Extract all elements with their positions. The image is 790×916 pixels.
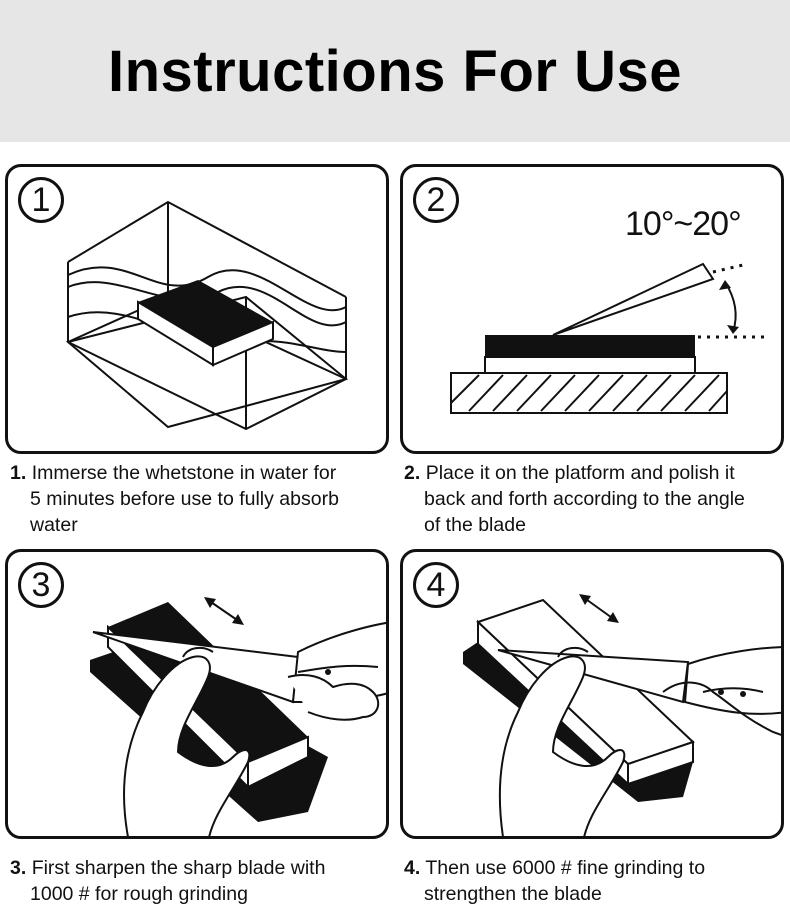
step-1-number: 1. [10, 462, 27, 484]
step-1-line-3: water [30, 514, 78, 536]
angle-label: 10°~20° [625, 205, 742, 243]
step-1-illustration: 1 [5, 164, 389, 454]
step-3-line-1: First sharpen the sharp blade with [31, 857, 326, 879]
step-3-number: 3. [10, 857, 27, 879]
step-3-illustration: 3 [5, 549, 389, 839]
page-title: Instructions For Use [108, 38, 682, 104]
header-banner: Instructions For Use [0, 0, 790, 142]
step-1-line-1: Immerse the whetstone in water for [31, 462, 337, 484]
step-3-line-2: 1000 # for rough grinding [30, 883, 248, 905]
step-3-badge: 3 [18, 562, 64, 608]
step-2-line-2: back and forth according to the angle [424, 488, 745, 510]
step-4-number: 4. [404, 857, 421, 879]
step-2-line-1: Place it on the platform and polish it [425, 462, 735, 484]
step-2-illustration: 2 10°~20° [400, 164, 784, 454]
step-1-caption: 1. Immerse the whetstone in water for 5 … [10, 460, 395, 538]
angle-diagram-drawing [450, 262, 768, 414]
soaking-whetstone-drawing [65, 200, 349, 431]
step-4-illustration: 4 [400, 549, 784, 839]
step-2-number: 2. [404, 462, 421, 484]
step-4-line-2: strengthen the blade [424, 883, 602, 905]
step-1-line-2: 5 minutes before use to fully absorb [30, 488, 339, 510]
step-4-badge: 4 [413, 562, 459, 608]
step-2-badge: 2 [413, 177, 459, 223]
step-4-caption: 4. Then use 6000 # fine grinding to stre… [404, 855, 790, 907]
step-3-caption: 3. First sharpen the sharp blade with 10… [10, 855, 395, 907]
step-2-caption: 2. Place it on the platform and polish i… [404, 460, 790, 538]
step-1-badge: 1 [18, 177, 64, 223]
step-4-line-1: Then use 6000 # fine grinding to [425, 857, 706, 879]
step-2-line-3: of the blade [424, 514, 526, 536]
fine-sharpening-drawing [463, 594, 781, 836]
rough-sharpening-drawing [90, 597, 386, 836]
